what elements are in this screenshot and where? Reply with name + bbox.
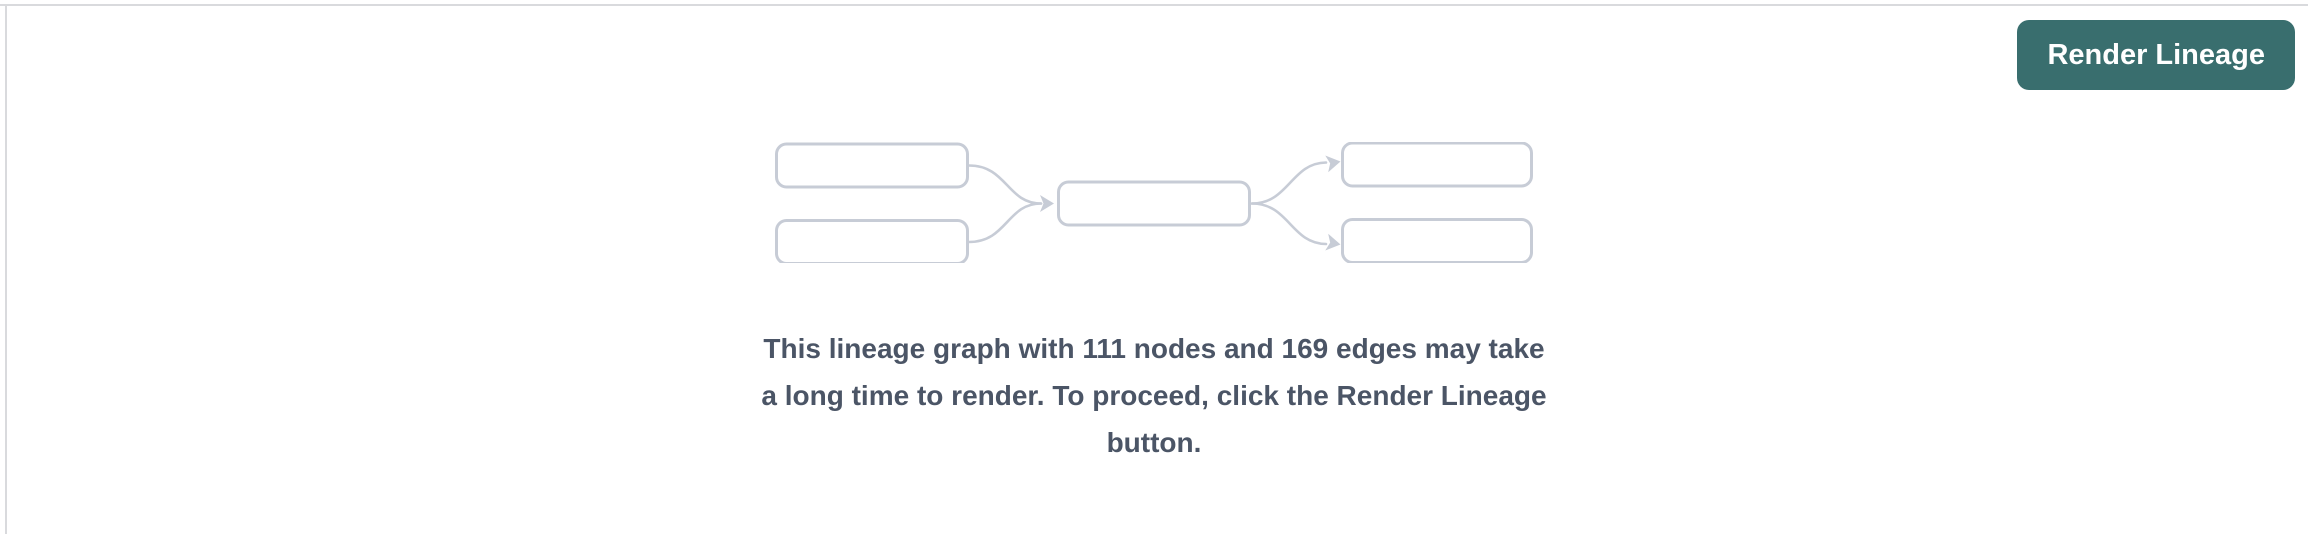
placeholder-node-upstream-2 [775,219,969,263]
placeholder-node-center [1057,180,1251,227]
edge-downstream-2 [1250,202,1328,246]
message-line: button. [1106,427,1202,458]
placeholder-node-downstream-2 [1341,218,1533,263]
edge-upstream-1 [967,164,1043,205]
lineage-empty-state: This lineage graph with 111 nodes and 16… [0,142,2308,466]
edge-upstream-2 [967,202,1043,244]
render-warning-message: This lineage graph with 111 nodes and 16… [761,325,1546,466]
render-lineage-button[interactable]: Render Lineage [2017,20,2295,90]
placeholder-node-upstream-1 [775,142,969,189]
message-line: a long time to render. To proceed, click… [761,380,1547,411]
arrowhead-icon [1325,233,1341,251]
panel-top-border [0,4,2308,6]
lineage-graph-placeholder-icon [775,142,1533,263]
arrowhead-icon [1325,155,1341,173]
message-line: This lineage graph with 111 nodes and 16… [763,333,1545,364]
placeholder-node-downstream-1 [1341,142,1533,188]
arrowhead-icon [1040,195,1054,212]
edge-downstream-1 [1250,161,1328,205]
panel-left-border [5,4,7,534]
